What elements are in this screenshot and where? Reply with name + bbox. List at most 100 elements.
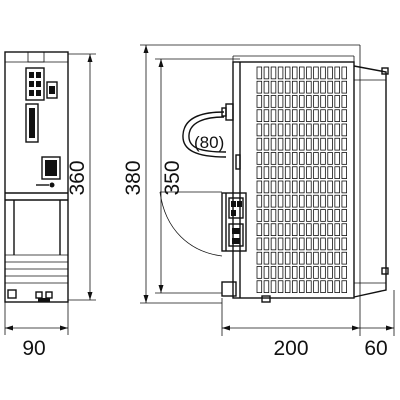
- vent-slot: [313, 194, 319, 208]
- vent-slot: [291, 166, 298, 180]
- vent-slot: [284, 209, 291, 222]
- vent-slot: [306, 109, 312, 123]
- vent-slot: [256, 194, 263, 208]
- side-inner-height-label: 350: [161, 160, 184, 195]
- front-height-dimension: 360: [66, 53, 96, 301]
- vent-slot: [277, 251, 284, 265]
- front-width-dimension: 90: [4, 302, 69, 360]
- vent-slot: [306, 152, 312, 165]
- vent-slot: [341, 223, 348, 237]
- vent-slot: [334, 180, 340, 194]
- vent-slot: [306, 66, 312, 80]
- vent-slot: [306, 209, 312, 222]
- vent-slot: [327, 123, 333, 137]
- vent-slot: [306, 194, 312, 208]
- vent-slot: [270, 137, 277, 151]
- vent-slot: [306, 266, 312, 279]
- vent-slot: [277, 237, 284, 251]
- vent-slot: [327, 66, 333, 80]
- side-front-terminals: [221, 192, 271, 303]
- vent-slot: [320, 109, 326, 123]
- vent-slot: [256, 251, 263, 265]
- vent-slot: [263, 109, 270, 123]
- vent-slot: [313, 95, 319, 108]
- side-depth-label: 200: [273, 337, 308, 360]
- vent-slot: [341, 152, 348, 165]
- vent-slot: [299, 237, 305, 251]
- side-heatsink: [353, 65, 389, 298]
- vent-slot: [263, 137, 270, 151]
- vent-slot: [284, 123, 291, 137]
- vent-slot: [299, 137, 305, 151]
- vent-slot: [284, 109, 291, 123]
- side-extra-depth-label: 60: [364, 337, 387, 360]
- vent-slot: [320, 180, 326, 194]
- vent-slot: [306, 251, 312, 265]
- vent-slot: [284, 237, 291, 251]
- vent-slot: [256, 180, 263, 194]
- vent-slot: [299, 123, 305, 137]
- vent-slot: [284, 194, 291, 208]
- vent-slot: [270, 209, 277, 222]
- vent-slot: [277, 266, 284, 279]
- vent-slot: [299, 166, 305, 180]
- vent-slot: [327, 95, 333, 108]
- vent-slot: [256, 80, 263, 94]
- vent-slot: [256, 237, 263, 251]
- vent-slot: [341, 237, 348, 251]
- vent-slot: [320, 80, 326, 94]
- side-total-height-dimension: 380: [122, 44, 360, 304]
- vent-slot: [341, 209, 348, 222]
- vent-slot: [277, 209, 284, 222]
- vent-slot: [270, 251, 277, 265]
- vent-slot: [299, 280, 305, 294]
- side-cable-connector: [221, 103, 241, 170]
- vent-slot: [270, 223, 277, 237]
- vent-slot: [284, 66, 291, 80]
- vent-slot: [299, 66, 305, 80]
- vent-slot: [277, 123, 284, 137]
- vent-slot: [327, 237, 333, 251]
- vent-slot: [256, 95, 263, 108]
- vent-slot: [291, 251, 298, 265]
- vent-slot: [334, 209, 340, 222]
- vent-slot: [334, 251, 340, 265]
- front-io-connector: [25, 103, 39, 143]
- vent-slot: [270, 166, 277, 180]
- vent-slot: [284, 266, 291, 279]
- vent-slot: [284, 95, 291, 108]
- vent-slot: [277, 180, 284, 194]
- door-swing-arc: [159, 191, 223, 257]
- front-width-label: 90: [22, 337, 45, 360]
- vent-slot: [313, 266, 319, 279]
- vent-slot: [256, 166, 263, 180]
- vent-slot: [341, 194, 348, 208]
- vent-slot: [277, 95, 284, 108]
- vent-slot: [327, 80, 333, 94]
- vent-slot: [284, 152, 291, 165]
- vent-slot: [341, 166, 348, 180]
- vent-slot: [299, 266, 305, 279]
- vent-slot: [291, 223, 298, 237]
- vent-slot: [327, 223, 333, 237]
- vent-slot: [320, 137, 326, 151]
- vent-slot: [334, 137, 340, 151]
- vent-slot: [320, 280, 326, 294]
- vent-slot: [263, 123, 270, 137]
- vent-slot: [263, 237, 270, 251]
- vent-slot: [284, 251, 291, 265]
- vent-slot: [306, 166, 312, 180]
- vent-slot: [313, 209, 319, 222]
- side-extra-depth-dimension: 60: [360, 290, 395, 360]
- vent-slot: [320, 223, 326, 237]
- vent-slot: [299, 80, 305, 94]
- vent-slot: [263, 194, 270, 208]
- vent-slot: [270, 280, 277, 294]
- vent-slot: [256, 152, 263, 165]
- vent-slot: [327, 152, 333, 165]
- vent-slot: [263, 80, 270, 94]
- vent-slot: [263, 266, 270, 279]
- vent-slot: [299, 209, 305, 222]
- vent-slot: [313, 123, 319, 137]
